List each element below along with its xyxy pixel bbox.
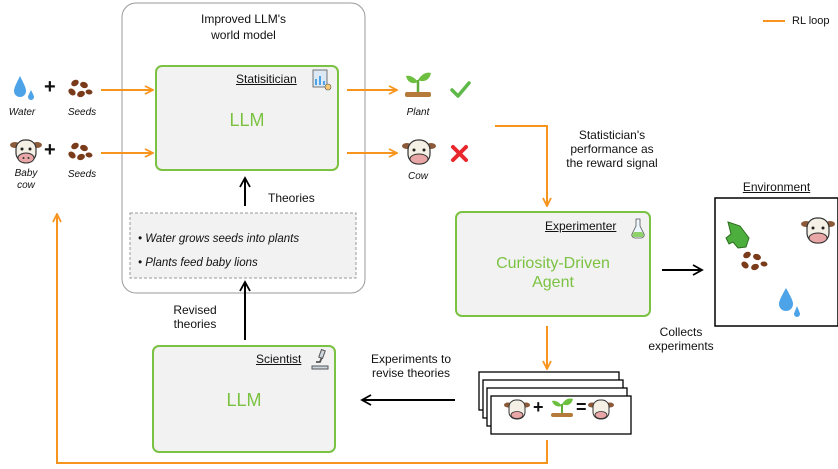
revised-theories-text: Revised theories (173, 303, 217, 331)
arrow-reward (495, 125, 547, 205)
card-plus-sign: + (533, 397, 544, 417)
world-model-title-line2: world model (211, 28, 276, 42)
arrow-rl-loop (57, 215, 548, 464)
plus-sign: + (44, 76, 56, 98)
seeds-label: Seeds (67, 169, 97, 180)
baby-cow-label: Baby cow (14, 168, 38, 191)
cow-icon (801, 217, 835, 244)
statistician-label: Statisitician (236, 72, 297, 86)
experimenter-agent: Curiosity-Driven Agent (496, 255, 610, 291)
cow-icon (504, 399, 530, 420)
cow-label: Cow (407, 171, 428, 182)
collects-experiments-text: Collects experiments (648, 325, 714, 353)
water-label: Water (8, 107, 36, 118)
cow-icon (402, 139, 436, 165)
water-icon (14, 76, 34, 100)
seeds-icon (741, 251, 768, 271)
check-icon (450, 81, 471, 98)
theories-box (129, 212, 357, 279)
scientist-llm: LLM (226, 390, 262, 410)
microscope-icon (311, 348, 329, 370)
environment-box (714, 197, 838, 327)
theory-item: • Plants feed baby lions (138, 257, 258, 269)
theories-label: Theories (268, 191, 315, 205)
plus-sign: + (44, 139, 56, 161)
pointing-hand-icon (725, 221, 750, 249)
world-model-title: Improved LLM's world model (122, 11, 365, 43)
cross-icon (451, 145, 468, 162)
cow-icon (588, 399, 614, 420)
legend-label: RL loop (792, 15, 830, 27)
experiments-text: Experiments to revise theories (370, 352, 452, 380)
cow-icon (10, 139, 42, 164)
theories-list: • Water grows seeds into plants • Plants… (138, 227, 299, 275)
world-model-title-line1: Improved LLM's (201, 12, 286, 26)
scientist-label: Scientist (256, 352, 302, 366)
seeds-icon (68, 142, 93, 161)
water-icon (779, 288, 800, 317)
card-equals-sign: = (576, 397, 587, 417)
statistician-llm: LLM (229, 110, 265, 130)
plant-icon (405, 72, 431, 97)
environment-label: Environment (742, 180, 811, 194)
reward-signal-text: Statistician's performance as the reward… (566, 128, 658, 170)
statistician-icon (312, 69, 332, 91)
plant-label: Plant (406, 107, 430, 118)
scientist-box (152, 345, 336, 453)
plant-icon (551, 398, 573, 417)
flask-icon (631, 218, 645, 239)
experimenter-label: Experimenter (545, 219, 617, 233)
theory-item: • Water grows seeds into plants (138, 233, 300, 245)
seeds-icon (68, 79, 93, 98)
statistician-box (155, 65, 339, 171)
seeds-label: Seeds (67, 107, 97, 118)
experimenter-box (455, 211, 651, 317)
